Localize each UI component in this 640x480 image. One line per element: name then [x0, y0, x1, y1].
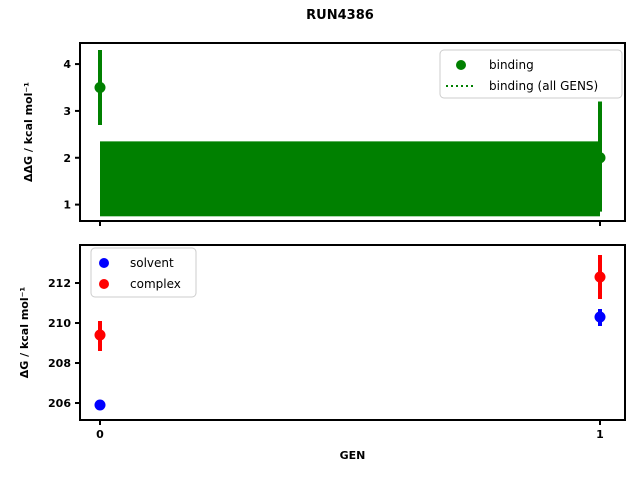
axes-frame	[79, 42, 626, 222]
y-tick-label: 1	[63, 199, 71, 212]
legend-dot-icon	[456, 60, 466, 70]
solvent-point	[94, 399, 106, 411]
legend-label: solvent	[130, 256, 174, 270]
legend: binding binding (all GENS)	[439, 49, 623, 99]
legend: solvent complex	[90, 247, 197, 298]
band-binding-all-gens-	[100, 141, 600, 217]
x-tick-label: 1	[596, 428, 604, 441]
y-axis-label: ΔG / kcal mol⁻¹	[18, 287, 31, 379]
y-tick-label: 208	[48, 357, 71, 370]
legend-box	[90, 247, 197, 298]
complex-point	[594, 271, 606, 283]
y-tick-label: 212	[48, 277, 71, 290]
axes-frame	[79, 244, 626, 421]
y-tick-label: 4	[63, 58, 71, 71]
y-axis-label: ΔΔG / kcal mol⁻¹	[22, 82, 35, 182]
binding-point	[94, 82, 106, 93]
binding-point	[594, 152, 606, 164]
complex-point	[94, 329, 106, 341]
legend-label: binding (all GENS)	[489, 79, 598, 93]
figure-title: RUN4386	[306, 8, 374, 23]
legend-label: binding	[489, 58, 534, 72]
legend-label: complex	[130, 277, 181, 291]
y-tick-label: 210	[48, 317, 71, 330]
y-tick-label: 206	[48, 397, 71, 410]
x-axis-label: GEN	[340, 449, 366, 462]
y-tick-label: 3	[63, 105, 71, 118]
legend-dot-icon	[99, 258, 109, 268]
y-tick-label: 2	[63, 152, 71, 165]
legend-box	[439, 49, 623, 99]
x-tick-label: 0	[96, 428, 104, 441]
subplot-bottom: 206 208 210 212 0 1 ΔG / kcal mol⁻¹ GEN solvent c…	[18, 244, 626, 462]
legend-dot-icon	[99, 279, 109, 289]
solvent-point	[594, 311, 606, 323]
